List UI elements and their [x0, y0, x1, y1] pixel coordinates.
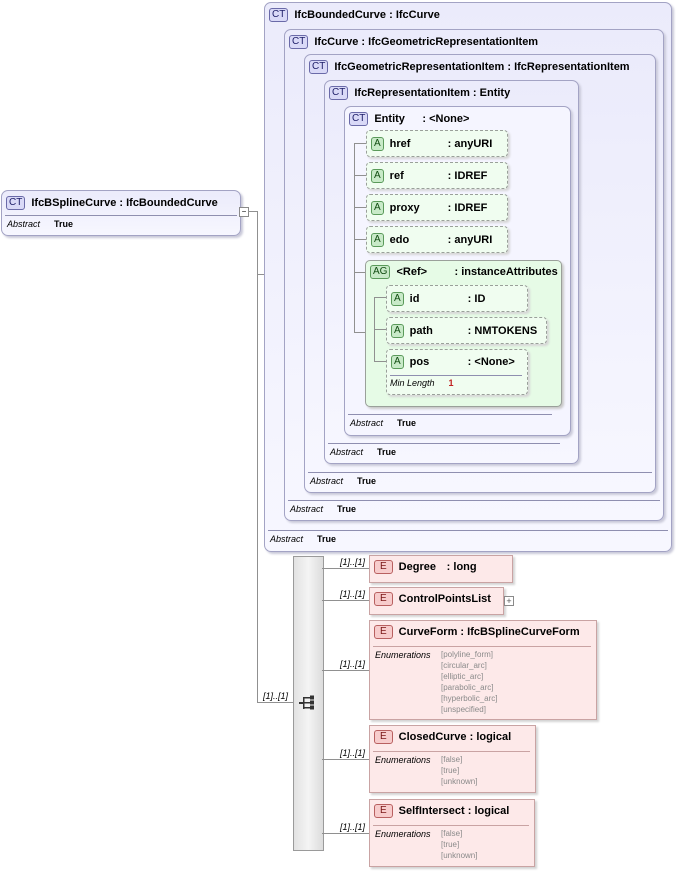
- enumerations-list: [polyline_form] [circular_arc] [elliptic…: [441, 650, 498, 714]
- root-type-box[interactable]: CT IfcBSplineCurve : IfcBoundedCurve Abs…: [1, 190, 241, 236]
- connector: [322, 568, 369, 569]
- separator: [390, 375, 522, 376]
- separator: [5, 215, 237, 216]
- element-icon: E: [374, 592, 393, 606]
- connector: [322, 833, 369, 834]
- sequence-cardinality: [1]..[1]: [263, 691, 289, 701]
- attribute-icon: A: [371, 136, 384, 151]
- connector: [257, 702, 293, 703]
- attribute-icon: A: [391, 323, 404, 338]
- element-icon: E: [374, 804, 393, 818]
- attribute-icon: A: [371, 200, 384, 215]
- sequence-icon: [299, 695, 314, 710]
- complex-type-icon: CT: [309, 60, 329, 74]
- element-curveform[interactable]: E CurveForm : IfcBSplineCurveForm Enumer…: [369, 620, 597, 720]
- separator: [268, 530, 668, 531]
- attribute-ref[interactable]: A ref : IDREF: [366, 162, 508, 189]
- element-cardinality: [1]..[1]: [340, 557, 366, 567]
- connector: [322, 759, 369, 760]
- separator: [348, 414, 552, 415]
- element-degree[interactable]: E Degree : long: [369, 555, 513, 583]
- attribute-proxy[interactable]: A proxy : IDREF: [366, 194, 508, 221]
- collapse-toggle-icon[interactable]: −: [239, 207, 249, 217]
- attribute-path[interactable]: A path : NMTOKENS: [386, 317, 547, 344]
- connector: [354, 272, 366, 273]
- element-cardinality: [1]..[1]: [340, 822, 366, 832]
- connector: [354, 332, 366, 333]
- complex-type-icon: CT: [6, 196, 26, 210]
- attribute-icon: A: [371, 168, 384, 183]
- attribute-icon: A: [391, 355, 404, 369]
- separator: [288, 500, 660, 501]
- attribute-icon: A: [371, 232, 384, 247]
- enumerations-label: Enumerations: [375, 755, 431, 765]
- enumerations-list: [false] [true] [unknown]: [441, 755, 478, 786]
- root-type-base: IfcBoundedCurve: [126, 197, 218, 209]
- complex-type-icon: CT: [349, 112, 369, 126]
- connector: [374, 329, 386, 330]
- attribute-group-icon: AG: [370, 265, 391, 279]
- element-cardinality: [1]..[1]: [340, 748, 366, 758]
- separator: [328, 443, 560, 444]
- sequence-compositor[interactable]: [293, 556, 324, 851]
- connector: [374, 297, 386, 298]
- connector: [354, 239, 366, 240]
- connector: [354, 175, 366, 176]
- connector: [374, 361, 386, 362]
- root-type-name: IfcBSplineCurve: [31, 197, 117, 209]
- element-closedcurve[interactable]: E ClosedCurve : logical Enumerations [fa…: [369, 725, 536, 793]
- element-cardinality: [1]..[1]: [340, 589, 366, 599]
- root-type-header: CT IfcBSplineCurve : IfcBoundedCurve: [6, 194, 218, 212]
- element-controlpointslist[interactable]: E ControlPointsList: [369, 587, 504, 615]
- connector: [322, 600, 369, 601]
- element-icon: E: [374, 730, 393, 744]
- connector: [248, 211, 257, 212]
- separator: [373, 751, 530, 752]
- complex-type-icon: CT: [329, 86, 349, 100]
- complex-type-icon: CT: [269, 8, 289, 22]
- element-icon: E: [374, 625, 393, 639]
- connector: [354, 143, 366, 144]
- element-cardinality: [1]..[1]: [340, 659, 366, 669]
- connector: [354, 207, 366, 208]
- attribute-edo[interactable]: A edo : anyURI: [366, 226, 508, 253]
- separator: [373, 825, 529, 826]
- enumerations-list: [false] [true] [unknown]: [441, 829, 478, 860]
- enumerations-label: Enumerations: [375, 650, 431, 660]
- element-selfintersect[interactable]: E SelfIntersect : logical Enumerations […: [369, 799, 535, 867]
- separator: [308, 472, 652, 473]
- complex-type-icon: CT: [289, 35, 309, 49]
- separator: [373, 646, 591, 647]
- expand-toggle-icon[interactable]: +: [504, 596, 514, 606]
- connector: [354, 143, 355, 332]
- enumerations-label: Enumerations: [375, 829, 431, 839]
- element-icon: E: [374, 560, 393, 574]
- attribute-id[interactable]: A id : ID: [386, 285, 528, 312]
- attribute-href[interactable]: A href : anyURI: [366, 130, 508, 157]
- connector: [257, 211, 258, 702]
- attribute-icon: A: [391, 291, 404, 306]
- connector: [322, 670, 369, 671]
